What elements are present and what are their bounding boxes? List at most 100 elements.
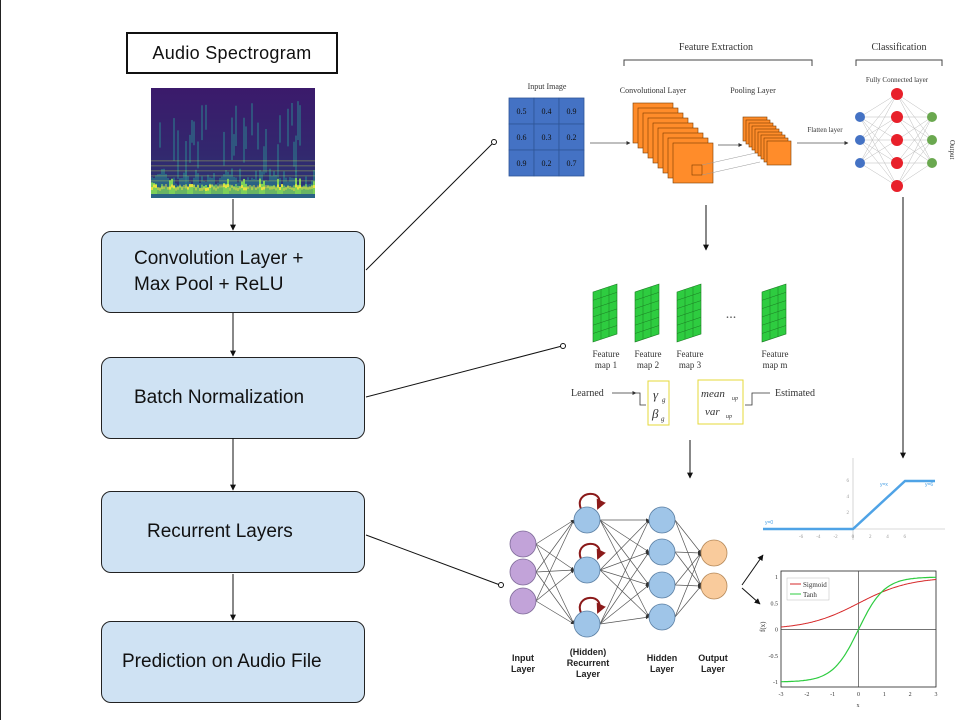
rnn-connection xyxy=(599,569,650,618)
matrix-cell-value: 0.2 xyxy=(567,133,577,142)
rnn-connection xyxy=(535,568,575,573)
fc-connection xyxy=(896,116,933,164)
tanh-curve xyxy=(781,576,936,683)
feature-map-tile xyxy=(761,283,787,343)
feature-map-tile xyxy=(676,283,702,343)
feature-map-gridline xyxy=(761,300,787,309)
rnn-connection xyxy=(599,615,650,625)
feature-map-gridline xyxy=(592,325,618,334)
relu-label-left: y=0 xyxy=(765,520,773,526)
flow-step-batchnorm-label: Batch Normalization xyxy=(134,387,305,408)
activation-xlabel: x xyxy=(857,703,860,709)
rnn-connection xyxy=(599,519,650,618)
activation-y-tick: -0.5 xyxy=(769,654,779,660)
relu-x-tick: 6 xyxy=(904,535,907,540)
feature-map-gridline xyxy=(634,325,660,334)
audio-spectrogram-title: Audio Spectrogram xyxy=(126,32,338,74)
fc-connection xyxy=(896,139,933,187)
activation-x-tick: -1 xyxy=(830,692,835,698)
matrix-cell xyxy=(558,149,585,177)
feature-map-gridline xyxy=(761,316,787,326)
rnn-input-node xyxy=(509,530,537,558)
fc-input-node xyxy=(855,112,865,122)
rnn-connection xyxy=(535,519,575,545)
classification-label: Classification xyxy=(872,42,927,53)
rnn-connection xyxy=(674,551,702,555)
classification-brace xyxy=(855,59,943,66)
connector-recurrent-dot xyxy=(498,582,504,588)
matrix-cell-value: 0.9 xyxy=(517,159,527,168)
rnn-connection xyxy=(599,519,650,553)
flow-step-recurrent-label: Recurrent Layers xyxy=(147,521,293,542)
audio-spectrogram-title-text: Audio Spectrogram xyxy=(152,42,312,63)
rnn-recurrent-node xyxy=(573,610,601,638)
activation-ylabel: f(x) xyxy=(759,621,767,632)
matrix-cell-value: 0.6 xyxy=(517,133,527,142)
matrix-cell-value: 0.2 xyxy=(542,159,552,168)
rnn-output-label-2: Layer xyxy=(701,664,726,674)
fc-input-node xyxy=(855,135,865,145)
fc-connection xyxy=(859,93,898,118)
relu-x-tick: 4 xyxy=(886,535,889,540)
activation-y-tick: 0.5 xyxy=(771,601,779,607)
feature-map-3-b: map 3 xyxy=(679,360,702,370)
relu-x-tick: -2 xyxy=(834,535,839,540)
feature-map-gridline xyxy=(676,292,702,301)
flow-step-prediction: Prediction on Audio File xyxy=(101,621,365,703)
activation-y-tick: 0 xyxy=(775,628,778,634)
matrix-cell-value: 0.4 xyxy=(542,107,552,116)
rnn-connection xyxy=(674,585,702,618)
rnn-connection xyxy=(599,551,650,571)
flow-step-batchnorm: Batch Normalization xyxy=(101,357,365,439)
cnn-diagram: Feature Extraction Classification Input … xyxy=(508,42,956,192)
matrix-cell-value: 0.7 xyxy=(567,159,577,168)
activation-x-tick: 0 xyxy=(857,692,860,698)
rnn-connection xyxy=(535,519,575,573)
arrow-to-relu xyxy=(741,554,764,586)
feature-map-m-b: map m xyxy=(763,360,788,370)
fc-output-node xyxy=(927,135,937,145)
flow-step-recurrent: Recurrent Layers xyxy=(101,491,365,573)
feature-map-gridline xyxy=(676,316,702,326)
rnn-connection xyxy=(599,551,650,625)
mean-subscript: up xyxy=(732,396,738,402)
feature-map-gridline xyxy=(592,292,618,301)
batchnorm-diagram: ... Feature map 1 Feature map 2 Feature … xyxy=(571,283,815,426)
rnn-recurrent-loops xyxy=(578,492,606,614)
feature-map-1-b: map 1 xyxy=(595,360,617,370)
rnn-input-node xyxy=(509,587,537,615)
fc-output-node xyxy=(927,158,937,168)
left-edge-line xyxy=(0,0,1,720)
pool-feature-map xyxy=(766,140,792,166)
pooling-layer-label: Pooling Layer xyxy=(730,86,776,95)
legend-sigmoid-label: Sigmoid xyxy=(803,581,827,589)
feature-map-1-a: Feature xyxy=(593,349,620,359)
rnn-input-label-1: Input xyxy=(512,653,534,663)
matrix-cell xyxy=(533,149,560,177)
conv-feature-stack xyxy=(632,102,761,184)
rnn-diagram: Input Layer (Hidden) Recurrent Layer Hid… xyxy=(509,492,728,679)
relu-curve xyxy=(763,479,935,531)
rnn-recurrent-node xyxy=(573,556,601,584)
feature-maps xyxy=(592,283,787,343)
learned-label: Learned xyxy=(571,388,604,399)
rnn-input-label-2: Layer xyxy=(511,664,536,674)
activation-x-tick: -2 xyxy=(804,692,809,698)
input-image-label: Input Image xyxy=(528,82,567,91)
feature-map-gridline xyxy=(676,300,702,309)
rnn-connection xyxy=(599,519,650,625)
feature-map-gridline xyxy=(761,308,787,318)
activation-x-tick: 1 xyxy=(883,692,886,698)
mean-symbol: mean xyxy=(701,388,725,400)
fc-connection xyxy=(896,116,933,141)
var-subscript: up xyxy=(726,414,732,420)
legend-tanh-label: Tanh xyxy=(803,591,817,599)
rnn-recurrent-node xyxy=(573,506,601,534)
rnn-connection xyxy=(535,600,575,625)
feature-map-2-a: Feature xyxy=(635,349,662,359)
feature-map-gridline xyxy=(634,316,660,326)
fc-output-node xyxy=(927,112,937,122)
flow-step-conv-line2: Max Pool + ReLU xyxy=(134,274,284,295)
